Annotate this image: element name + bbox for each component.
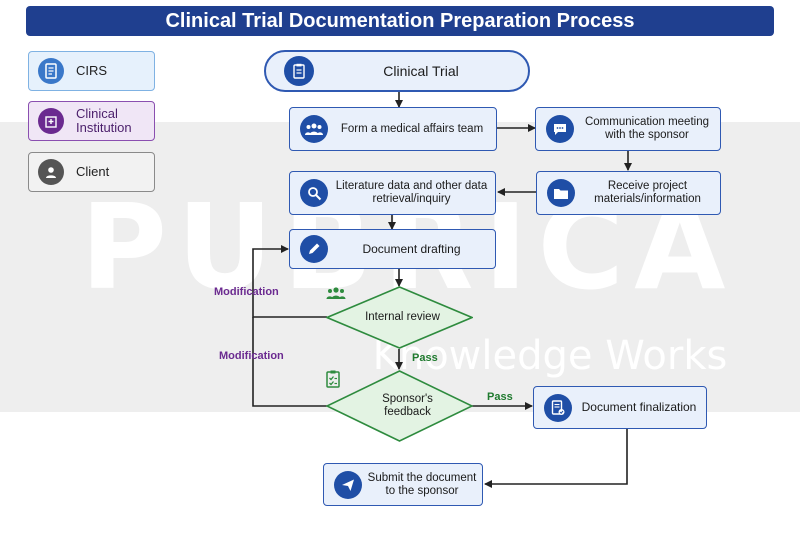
node-literature-label: Literature data and other data retrieval… — [335, 180, 488, 205]
edge-review-modification — [252, 245, 327, 318]
node-submit-label: Submit the document to the sponsor — [367, 471, 477, 497]
edge-label-pass-1: Pass — [412, 352, 438, 364]
person-icon — [38, 159, 64, 185]
node-communication-label: Communication meeting with the sponsor — [584, 116, 709, 141]
legend-label-cirs: CIRS — [76, 63, 108, 78]
node-receive: Receive project materials/information — [536, 171, 721, 215]
legend-label-clinical-institution: Clinical Institution — [76, 106, 132, 135]
node-communication: Communication meeting with the sponsor — [535, 107, 721, 151]
node-literature: Literature data and other data retrieval… — [289, 171, 496, 215]
start-node: Clinical Trial — [264, 50, 530, 92]
decision-sponsor-feedback-label: Sponsor's feedback — [382, 393, 433, 418]
legend-client: Client — [28, 152, 155, 192]
folder-icon — [547, 179, 575, 207]
pencil-icon — [300, 235, 328, 263]
node-form-team: Form a medical affairs team — [289, 107, 497, 151]
decision-internal-review: Internal review — [326, 286, 473, 349]
edge-label-modification-2: Modification — [219, 350, 284, 362]
hospital-icon — [38, 108, 64, 134]
node-receive-label: Receive project materials/information — [594, 180, 701, 205]
legend-cirs: CIRS — [28, 51, 155, 91]
page-title: Clinical Trial Documentation Preparation… — [26, 6, 774, 36]
legend-clinical-institution: Clinical Institution — [28, 101, 155, 141]
node-drafting: Document drafting — [289, 229, 496, 269]
node-finalization: Document finalization — [533, 386, 707, 429]
node-finalization-label: Document finalization — [581, 400, 697, 414]
edge-finalization-to-submit — [484, 429, 628, 488]
decision-sponsor-feedback: Sponsor's feedback — [326, 370, 473, 442]
legend-label-client: Client — [76, 164, 110, 179]
decision-internal-review-label: Internal review — [365, 311, 440, 323]
watermark-sub: Knowledge Works — [372, 333, 728, 379]
node-form-team-label: Form a medical affairs team — [340, 122, 484, 135]
search-icon — [300, 179, 328, 207]
node-submit: Submit the document to the sponsor — [323, 463, 483, 506]
edge-label-pass-2: Pass — [487, 391, 513, 403]
start-node-label: Clinical Trial — [383, 62, 459, 79]
document-check-icon — [544, 393, 572, 422]
send-icon — [334, 470, 362, 499]
clipboard-icon — [284, 56, 314, 86]
chat-icon — [546, 115, 574, 143]
edge-feedback-modification — [252, 317, 327, 407]
node-drafting-label: Document drafting — [362, 241, 461, 256]
edge-label-modification-1: Modification — [214, 286, 279, 298]
team-icon — [300, 115, 328, 143]
document-icon — [38, 58, 64, 84]
